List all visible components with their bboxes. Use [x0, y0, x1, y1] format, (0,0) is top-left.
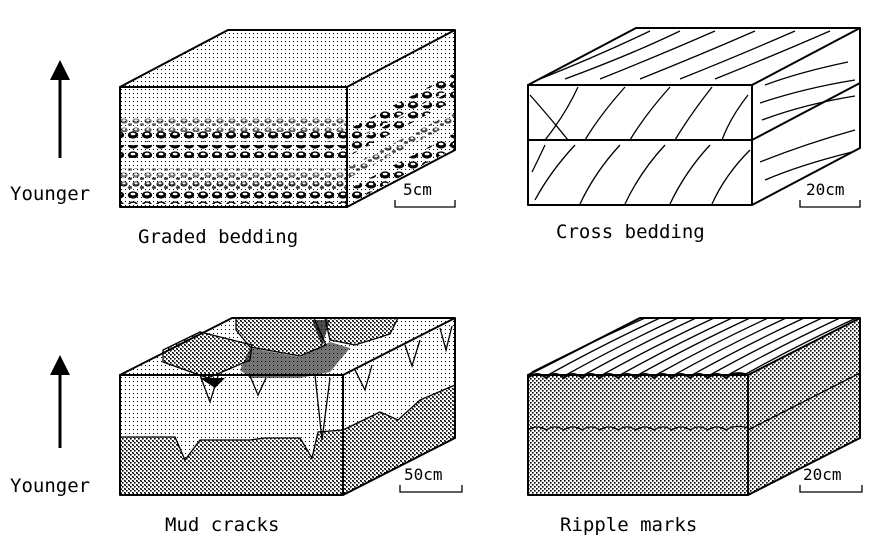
- graded-bedding-caption: Graded bedding: [138, 226, 298, 248]
- graded-bedding-block: [119, 29, 456, 208]
- younger-label-lower: Younger: [10, 475, 90, 497]
- cross-bedding-caption: Cross bedding: [556, 221, 705, 243]
- younger-label-upper: Younger: [10, 183, 90, 205]
- younger-arrow-lower: [50, 355, 70, 448]
- graded-bedding-scale-bar: [394, 200, 456, 208]
- ripple-marks-block: [527, 317, 861, 496]
- ripple-marks-scale-bar: [799, 485, 863, 493]
- ripple-marks-scale-label: 20cm: [803, 465, 842, 484]
- mud-cracks-caption: Mud cracks: [165, 514, 279, 536]
- cross-bedding-block: [527, 27, 861, 206]
- ripple-marks-caption: Ripple marks: [560, 514, 697, 536]
- younger-arrow-upper: [50, 60, 70, 158]
- mud-cracks-scale-bar: [399, 485, 463, 493]
- cross-bedding-scale-bar: [799, 200, 861, 208]
- mud-cracks-scale-label: 50cm: [404, 465, 443, 484]
- mud-cracks-block: [119, 317, 456, 496]
- graded-bedding-scale-label: 5cm: [403, 180, 432, 199]
- cross-bedding-scale-label: 20cm: [806, 180, 845, 199]
